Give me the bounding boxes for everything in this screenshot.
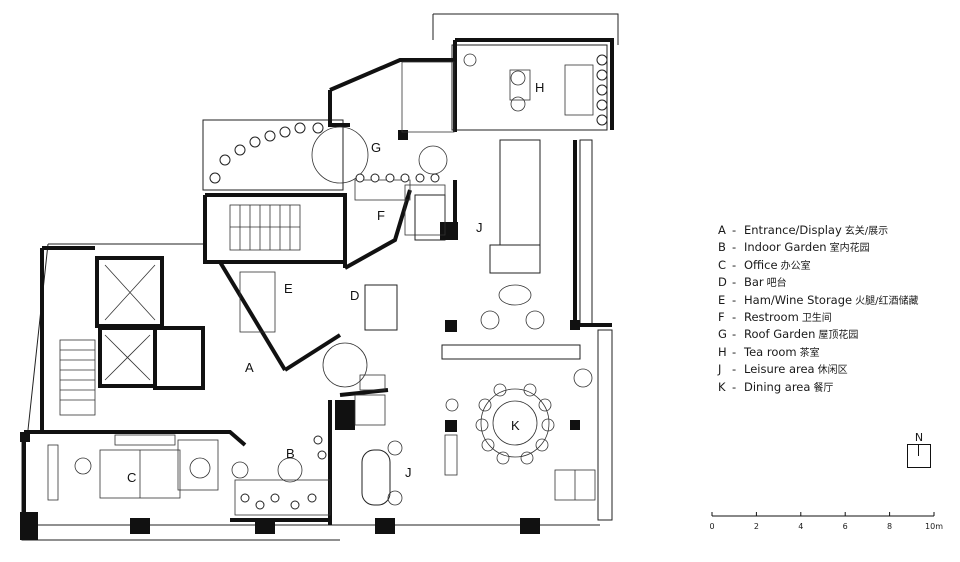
room-label-k: K	[511, 418, 520, 433]
legend-dash: -	[732, 362, 737, 377]
legend-letter: D	[718, 275, 727, 290]
legend-name-zh: 屋顶花园	[818, 330, 859, 342]
legend-dash: -	[732, 257, 737, 272]
room-label-g: G	[371, 140, 381, 155]
legend-name-en: Tea room	[744, 344, 797, 359]
legend-name-zh: 办公室	[780, 260, 811, 272]
legend-name-zh: 玄关/展示	[844, 226, 889, 237]
stairs	[59, 204, 301, 416]
legend-dash: -	[732, 327, 737, 342]
legend-name-en: Ham/Wine Storage	[744, 292, 853, 307]
legend-dash: -	[732, 292, 737, 307]
legend-letter: K	[718, 379, 726, 394]
legend-name-en: Bar	[744, 275, 764, 290]
legend-name-en: Roof Garden	[744, 327, 816, 342]
columns	[20, 130, 580, 540]
scale-line	[711, 512, 935, 517]
north-letter: N	[914, 431, 924, 444]
legend-name-en: Office	[744, 257, 778, 272]
legend-name-en: Entrance/Display	[744, 223, 842, 237]
room-label-h: H	[535, 80, 544, 95]
legend-letter: B	[718, 240, 726, 255]
room-labels: A B C D E F G H J J K	[127, 80, 544, 485]
scale-bar: 0 2 4 6 8 10m	[708, 510, 948, 540]
room-label-d: D	[350, 288, 359, 303]
furniture	[47, 53, 596, 516]
scale-tick-label: 4	[798, 522, 804, 531]
scale-tick-label: 6	[842, 522, 848, 531]
legend-name-zh: 卫生间	[801, 312, 832, 324]
legend-letter: A	[718, 223, 726, 237]
legend-name-zh: 吧台	[766, 278, 787, 290]
room-label-c: C	[127, 470, 136, 485]
legend-letter: G	[718, 327, 727, 342]
walls	[22, 38, 614, 540]
legend-dash: -	[732, 240, 737, 255]
legend-name-zh: 休闲区	[817, 365, 848, 377]
legend-name-zh: 茶室	[799, 347, 820, 359]
scale-tick-label: 8	[887, 522, 893, 531]
legend-name-en: Restroom	[744, 309, 799, 324]
legend-letter: H	[718, 344, 727, 359]
legend-dash: -	[732, 344, 737, 359]
legend-dash: -	[732, 309, 737, 324]
room-label-f: F	[377, 208, 385, 223]
legend-name-en: Leisure area	[744, 362, 815, 377]
legend-name-zh: 室内花园	[829, 243, 870, 255]
legend-letter: F	[718, 309, 725, 324]
legend-letter: J	[718, 362, 722, 377]
elevators	[104, 264, 156, 381]
room-label-j-south: J	[405, 465, 412, 480]
scale-tick-label: 10m	[925, 522, 943, 531]
legend-name-zh: 火腿/红酒储藏	[855, 295, 919, 307]
room-label-j-north: J	[476, 220, 483, 235]
legend-letter: E	[718, 292, 726, 307]
legend-name-zh: 餐厅	[813, 382, 834, 394]
scale-tick-label: 2	[753, 522, 759, 531]
floor-plan: A B C D E F G H J J K	[20, 13, 619, 541]
legend-dash: -	[732, 379, 737, 394]
legend-name-en: Dining area	[744, 379, 811, 394]
plants	[209, 54, 608, 510]
north-box	[907, 444, 931, 468]
legend-name-en: Indoor Garden	[744, 240, 827, 255]
scale-tick-label: 0	[709, 522, 715, 531]
legend-dash: -	[732, 223, 737, 237]
legend-letter: C	[718, 257, 727, 272]
thin-outlines	[21, 13, 619, 541]
legend-dash: -	[732, 275, 737, 290]
room-label-b: B	[286, 446, 295, 461]
north-arrow: N	[907, 432, 931, 468]
room-label-a: A	[245, 360, 254, 375]
room-label-e: E	[284, 281, 293, 296]
